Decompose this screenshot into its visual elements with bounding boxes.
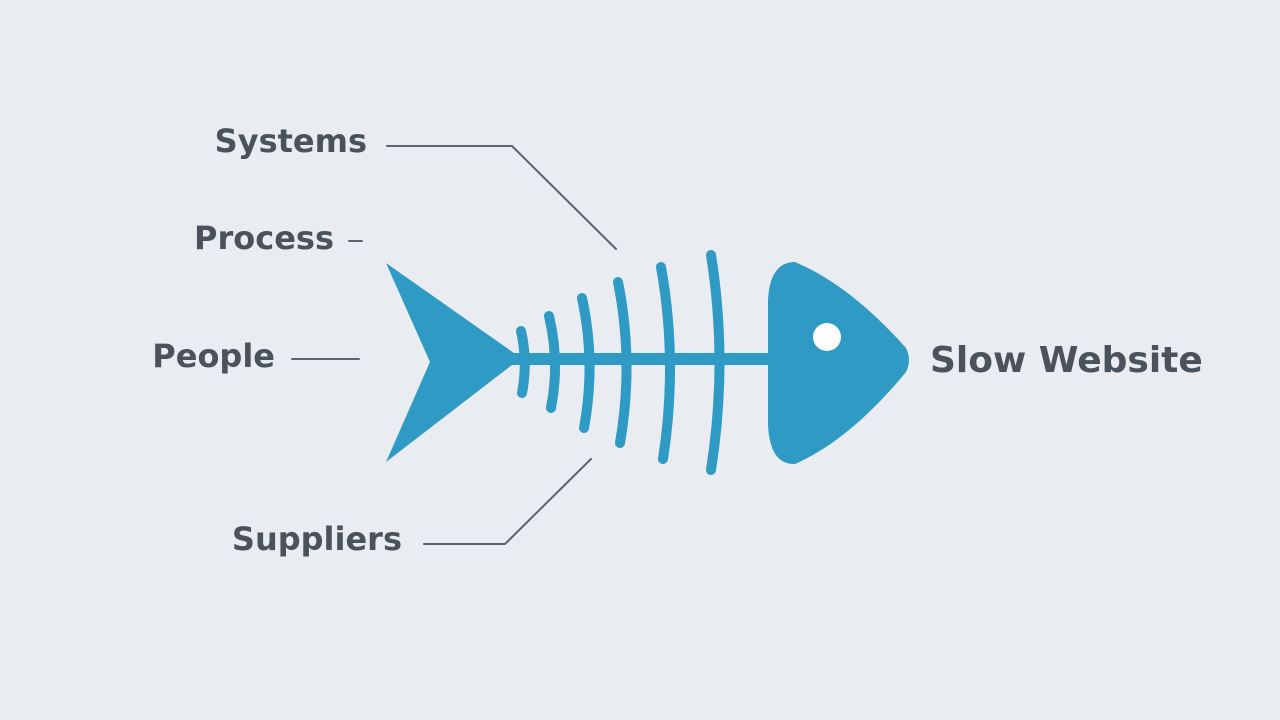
fish-rib — [516, 326, 530, 398]
fish-rib — [656, 262, 675, 464]
suppliers-connector — [423, 458, 592, 545]
fish-head — [768, 262, 909, 465]
fish-eye — [813, 323, 841, 351]
fish-rib — [613, 277, 632, 448]
fish-spine — [505, 353, 775, 365]
fish-rib — [544, 311, 560, 413]
effect-label: Slow Website — [930, 340, 1203, 381]
fish-rib — [577, 293, 595, 433]
cause-label-systems: Systems — [214, 122, 367, 160]
cause-label-people: People — [152, 337, 275, 375]
cause-label-suppliers: Suppliers — [231, 520, 402, 558]
cause-label-process: Process — [194, 219, 334, 257]
fish-rib — [706, 250, 725, 475]
fish-tail — [386, 263, 521, 462]
systems-connector — [386, 145, 617, 250]
